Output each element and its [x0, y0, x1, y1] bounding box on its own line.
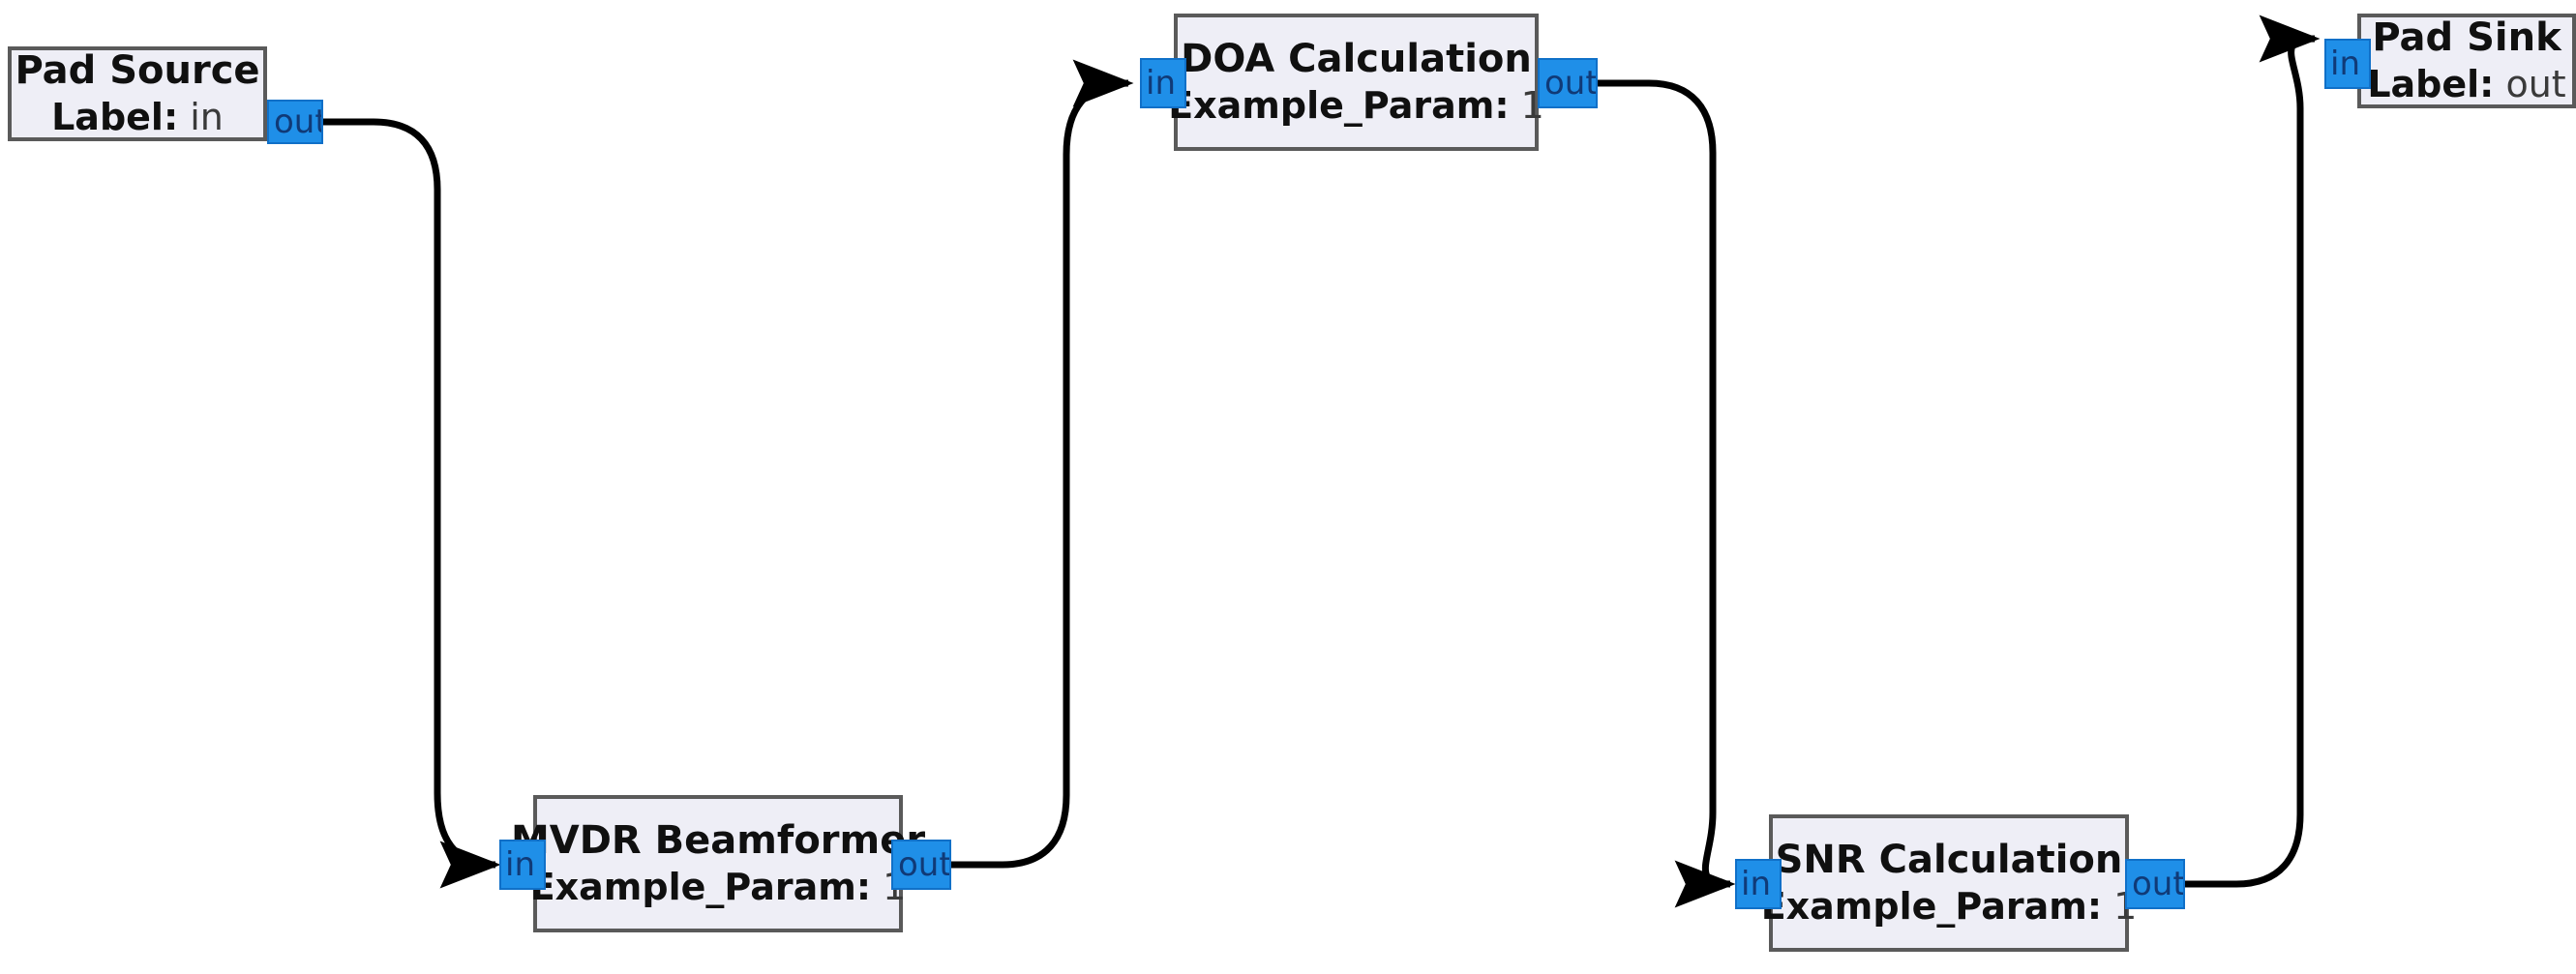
connection-wire[interactable]: [323, 118, 501, 889]
port-mvdr-in[interactable]: in: [499, 840, 546, 890]
port-mvdr-out[interactable]: out: [891, 840, 951, 890]
block-param-key: Example_Param:: [1168, 84, 1510, 128]
block-param-key: Label:: [51, 96, 179, 139]
port-pad-sink-in[interactable]: in: [2324, 39, 2371, 89]
block-param-key: Example_Param:: [1760, 885, 2103, 929]
wires-group: [323, 15, 2321, 908]
port-snr-in[interactable]: in: [1735, 859, 1782, 909]
block-param: Label: in: [51, 96, 224, 139]
block-title: SNR Calculation: [1775, 837, 2123, 882]
connection-wire[interactable]: [2185, 15, 2321, 888]
block-param-value: in: [190, 96, 224, 139]
connection-wire[interactable]: [951, 59, 1134, 869]
connection-wire[interactable]: [1598, 79, 1736, 908]
block-param-value: out: [2505, 63, 2566, 106]
block-title: Pad Source: [15, 48, 260, 93]
block-title: DOA Calculation: [1181, 36, 1532, 81]
port-snr-out[interactable]: out: [2125, 859, 2185, 909]
block-param-key: Example_Param:: [529, 866, 872, 909]
block-param: Label: out: [2367, 63, 2565, 106]
block-param: Example_Param: 1: [530, 866, 907, 909]
block-param: Example_Param: 1: [1761, 885, 2138, 929]
port-pad-source-out[interactable]: out: [267, 100, 323, 144]
port-doa-in[interactable]: in: [1140, 58, 1186, 108]
block-title: Pad Sink: [2372, 15, 2561, 60]
block-param-key: Label:: [2367, 63, 2495, 106]
block-param: Example_Param: 1: [1168, 84, 1544, 128]
block-title: MVDR Beamformer: [510, 817, 926, 863]
port-doa-out[interactable]: out: [1538, 58, 1598, 108]
